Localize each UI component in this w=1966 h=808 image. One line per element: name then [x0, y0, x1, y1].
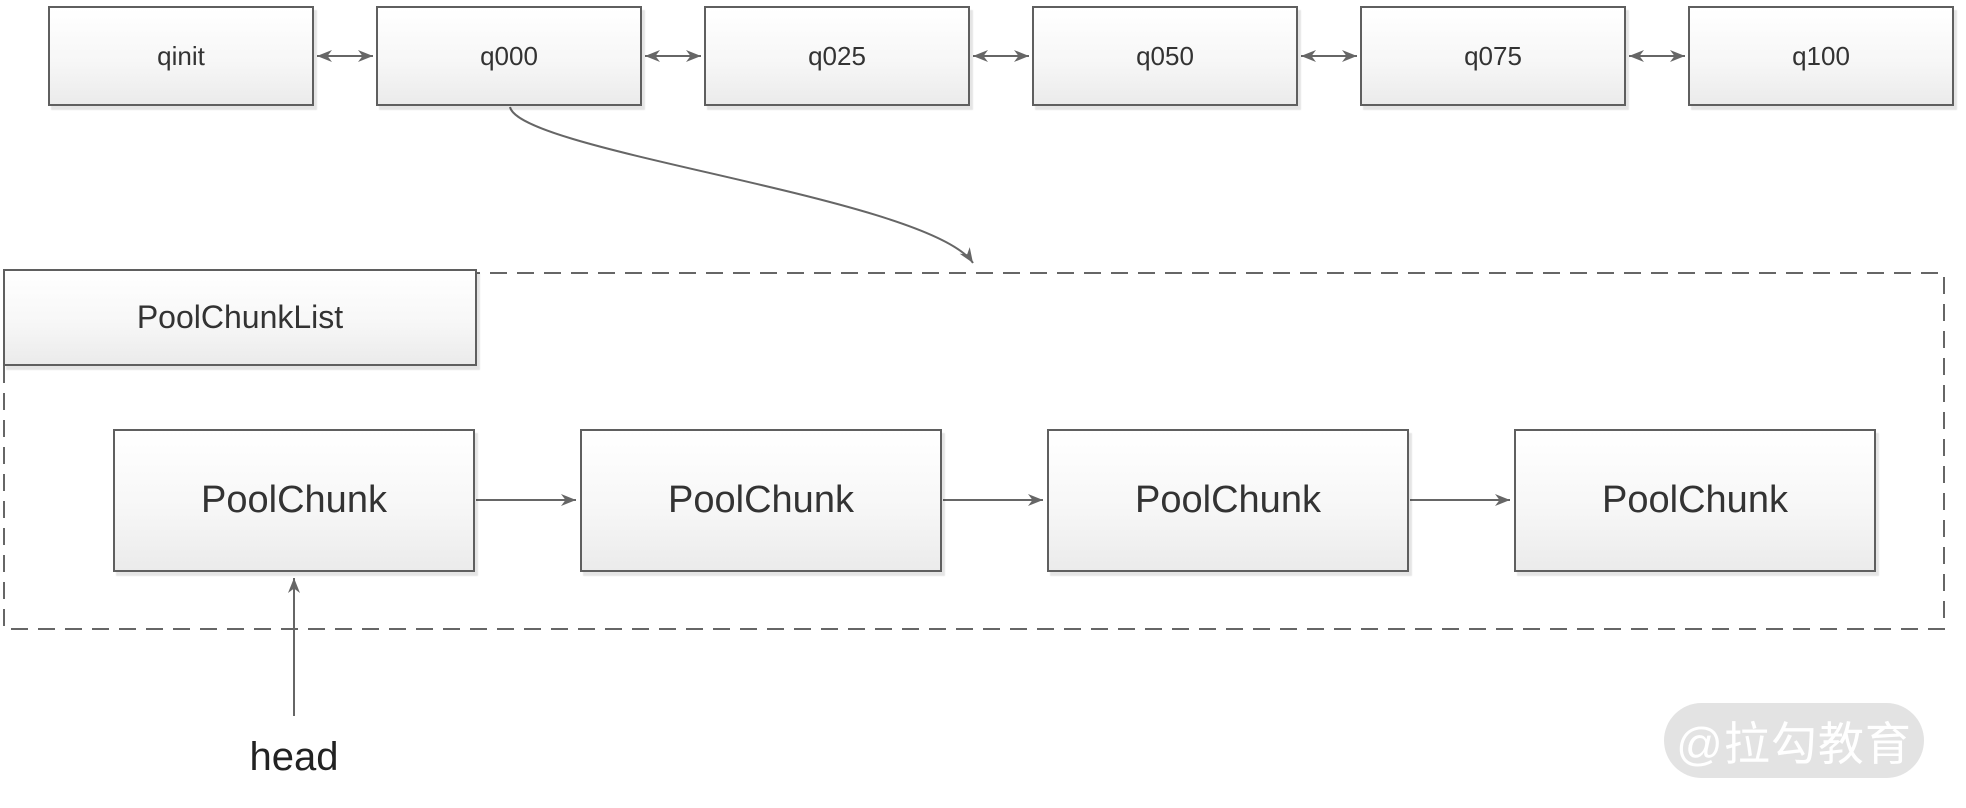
- node-q075: q075: [1360, 6, 1626, 106]
- node-qinit-label: qinit: [157, 40, 205, 71]
- pool-chunk-list-boundary: [3, 272, 1945, 630]
- node-poolchunk-1: PoolChunk: [113, 429, 475, 572]
- node-q025: q025: [704, 6, 970, 106]
- node-q000: q000: [376, 6, 642, 106]
- node-q050: q050: [1032, 6, 1298, 106]
- node-q100-label: q100: [1792, 40, 1850, 71]
- watermark-text: @拉勾教育: [1676, 717, 1912, 770]
- node-q025-label: q025: [808, 40, 866, 71]
- node-poolchunk-2: PoolChunk: [580, 429, 942, 572]
- node-q050-label: q050: [1136, 40, 1194, 71]
- node-poolchunk-3: PoolChunk: [1047, 429, 1409, 572]
- node-q075-label: q075: [1464, 40, 1522, 71]
- node-poolchunk-4: PoolChunk: [1514, 429, 1876, 572]
- node-poolchunk-1-label: PoolChunk: [201, 479, 387, 521]
- node-poolchunklist: PoolChunkList: [3, 269, 477, 366]
- node-poolchunk-2-label: PoolChunk: [668, 479, 854, 521]
- edge-q000-poolchunklist: [509, 106, 974, 264]
- head-pointer-label: head: [249, 735, 339, 779]
- node-poolchunk-3-label: PoolChunk: [1135, 479, 1321, 521]
- node-poolchunk-4-label: PoolChunk: [1602, 479, 1788, 521]
- watermark-badge: @拉勾教育: [1664, 703, 1924, 778]
- node-qinit: qinit: [48, 6, 314, 106]
- node-q000-label: q000: [480, 40, 538, 71]
- node-poolchunklist-label: PoolChunkList: [136, 299, 344, 335]
- node-q100: q100: [1688, 6, 1954, 106]
